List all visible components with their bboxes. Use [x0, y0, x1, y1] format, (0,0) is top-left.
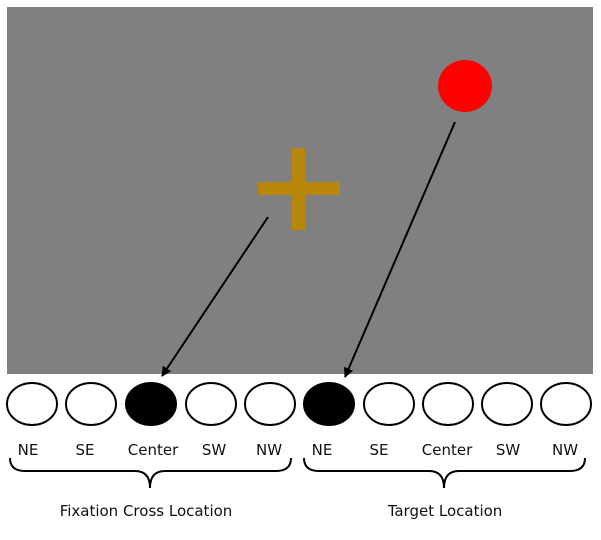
target-location-group-label: Target Location	[387, 502, 503, 520]
fixation-location-label-nw: NW	[256, 441, 282, 459]
fixation-location-label-ne: NE	[18, 441, 39, 459]
target-location-circle-ne	[303, 382, 355, 426]
target-location-circle-sw	[481, 382, 533, 426]
fixation-location-circle-se	[65, 382, 117, 426]
target-location-label-center: Center	[422, 441, 473, 459]
fixation-location-group: NE SE Center SW NW Fixation Cross Locati…	[6, 382, 296, 520]
fixation-location-brace	[9, 457, 292, 489]
fixation-location-circle-nw	[244, 382, 296, 426]
target-location-label-nw: NW	[552, 441, 578, 459]
fixation-location-label-se: SE	[76, 441, 95, 459]
target-arrow	[343, 121, 456, 378]
fixation-location-circle-center	[125, 382, 177, 426]
target-location-group: NE SE Center SW NW Target Location	[303, 382, 592, 520]
fixation-location-circle-sw	[185, 382, 237, 426]
target-location-label-sw: SW	[496, 441, 521, 459]
target-location-label-ne: NE	[312, 441, 333, 459]
fixation-location-group-label: Fixation Cross Location	[60, 502, 233, 520]
fixation-cross	[258, 148, 340, 230]
fixation-arrow	[161, 216, 269, 377]
target-location-label-se: SE	[370, 441, 389, 459]
target-location-circle-center	[422, 382, 474, 426]
target-location-circle-se	[363, 382, 415, 426]
fixation-location-label-center: Center	[128, 441, 179, 459]
fixation-location-label-sw: SW	[202, 441, 227, 459]
target-location-circle-nw	[540, 382, 592, 426]
target-dot	[438, 60, 492, 112]
fixation-location-circle-ne	[6, 382, 58, 426]
target-location-brace	[303, 457, 586, 489]
fixation-cross-vertical-bar	[292, 148, 305, 230]
